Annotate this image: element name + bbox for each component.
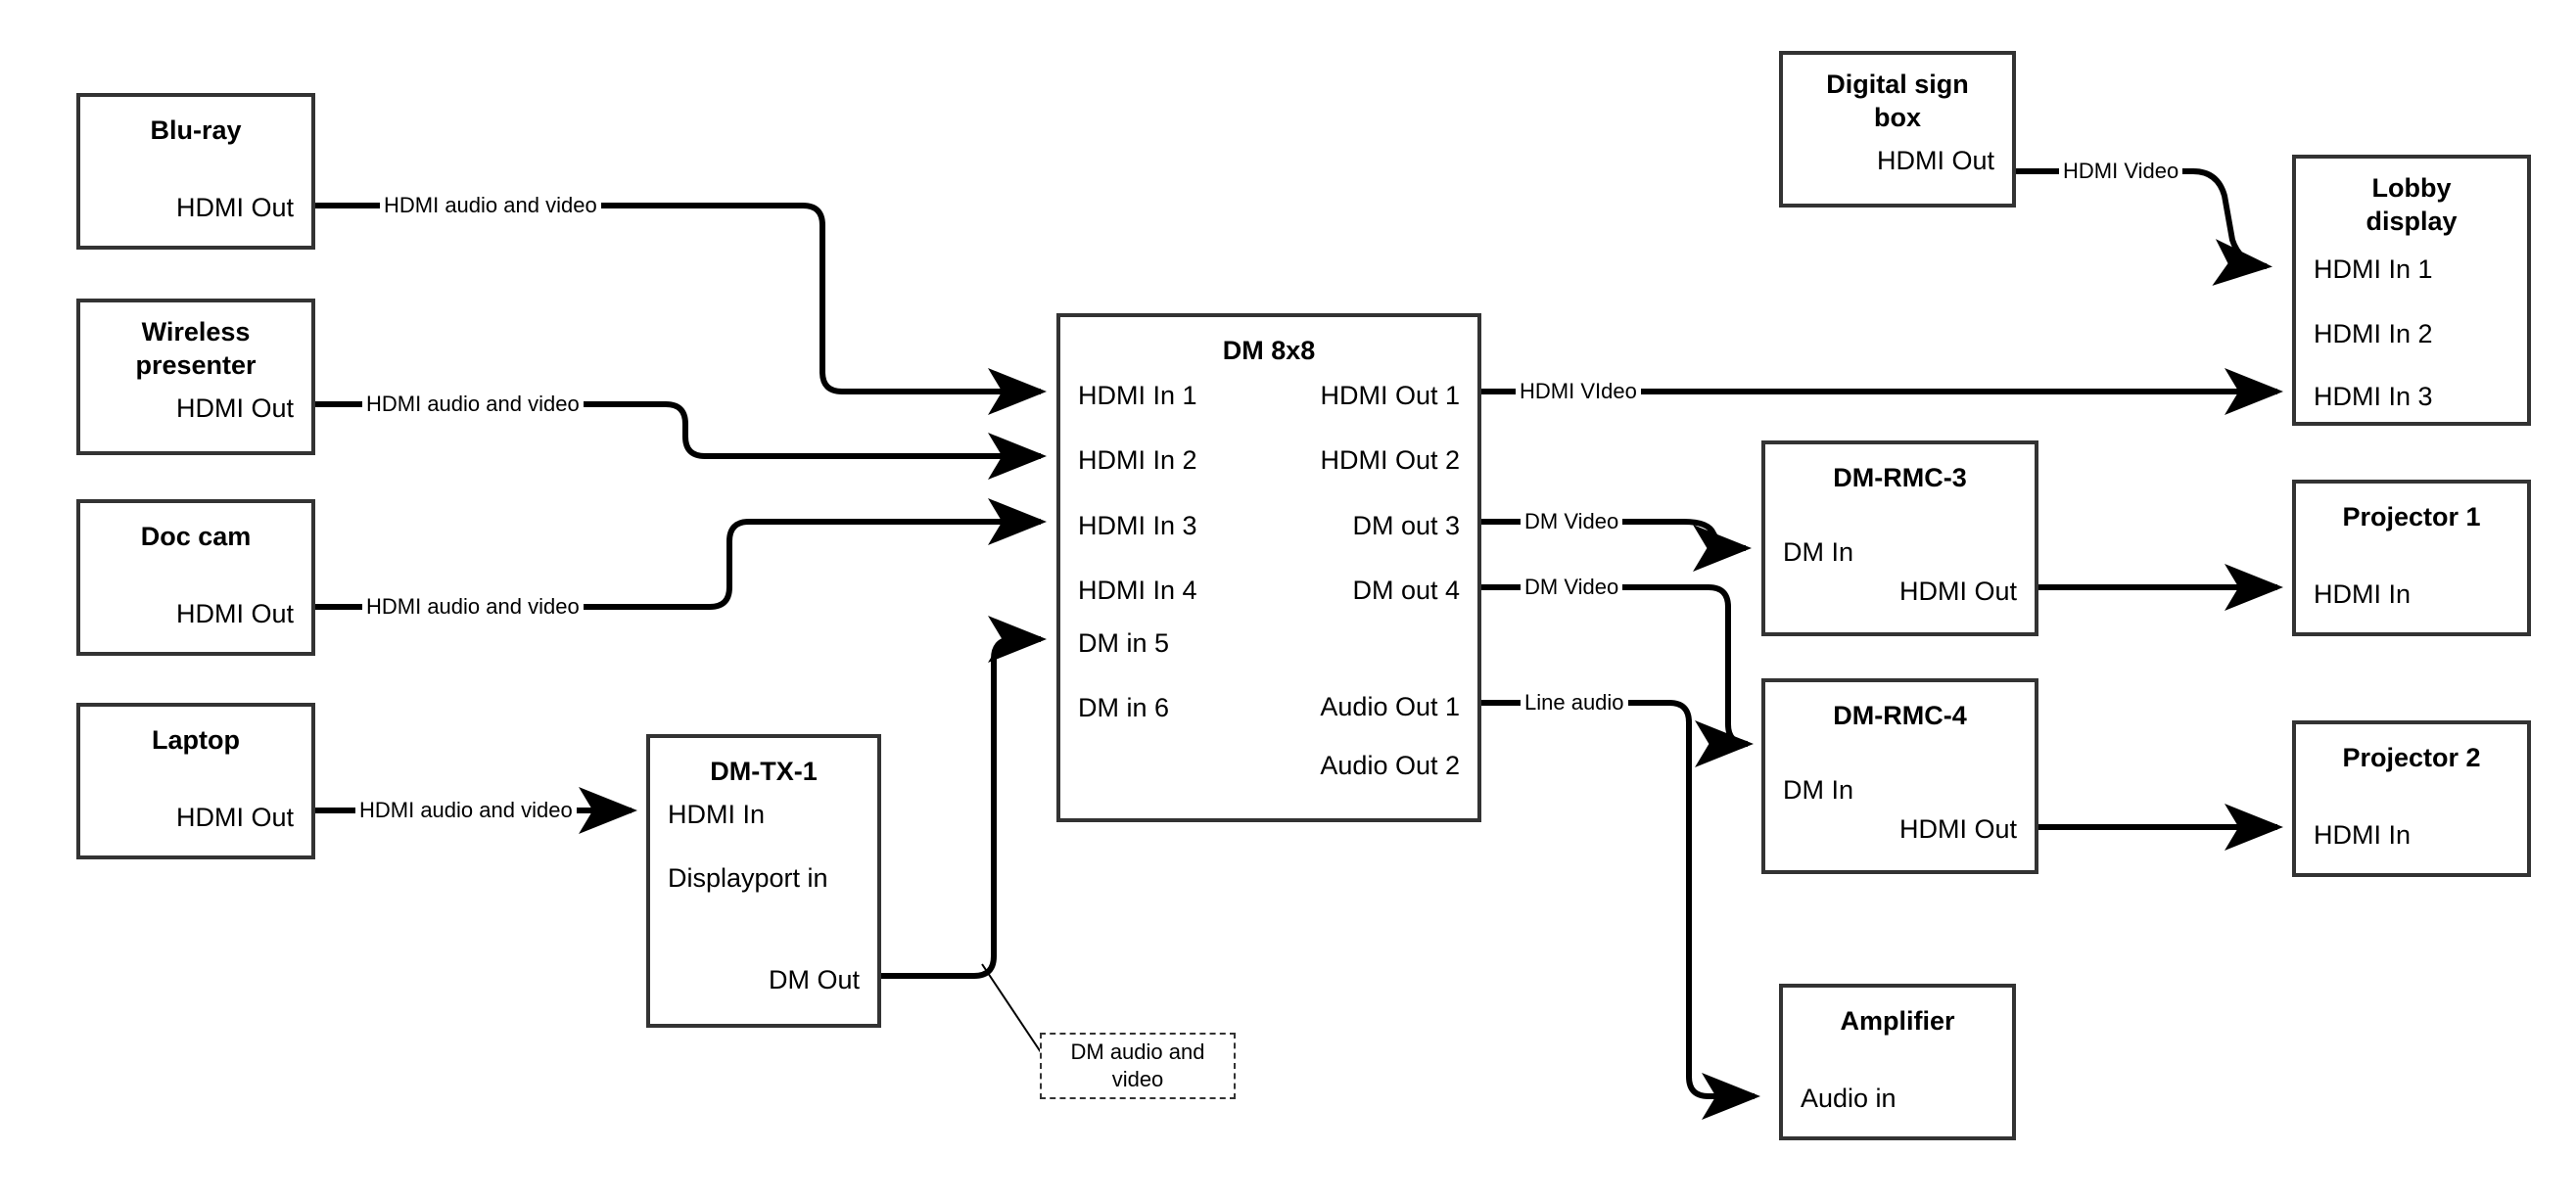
wire-bluray-to-dm8x8 bbox=[315, 203, 1047, 415]
node-title-dm-rmc-3: DM-RMC-3 bbox=[1833, 463, 1967, 492]
port-doc-cam-hdmi-out: HDMI Out bbox=[175, 599, 294, 628]
node-wireless-presenter[interactable]: Wireless presenter HDMI Out bbox=[76, 299, 315, 455]
wire-label-dm-video-4: DM Video bbox=[1521, 576, 1623, 599]
port-amplifier-audio-in: Audio in bbox=[1801, 1084, 1897, 1113]
wire-dmtx1-to-dm8x8 bbox=[881, 616, 1047, 979]
port-dm-8x8-dm-in-6: DM in 6 bbox=[1078, 693, 1170, 722]
port-dm-rmc-4-hdmi-out: HDMI Out bbox=[1898, 814, 2017, 844]
node-title-projector-2: Projector 2 bbox=[2342, 743, 2481, 772]
wire-dm8x8-out4-to-rmc4 bbox=[1481, 584, 1754, 767]
wire-label-hdmi-video-out1: HDMI VIdeo bbox=[1516, 380, 1641, 403]
node-lobby-display[interactable]: Lobby display HDMI In 1 HDMI In 2 HDMI I… bbox=[2292, 155, 2531, 426]
port-digital-sign-box-hdmi-out: HDMI Out bbox=[1876, 146, 1994, 175]
port-laptop-hdmi-out: HDMI Out bbox=[175, 803, 294, 832]
wire-label-line-audio: Line audio bbox=[1521, 691, 1628, 715]
port-dm-8x8-hdmi-in-2: HDMI In 2 bbox=[1078, 445, 1197, 475]
port-dm-8x8-hdmi-out-2: HDMI Out 2 bbox=[1320, 445, 1460, 475]
port-dm-8x8-hdmi-out-1: HDMI Out 1 bbox=[1320, 381, 1460, 410]
node-amplifier[interactable]: Amplifier Audio in bbox=[1779, 984, 2016, 1140]
port-dm-rmc-3-dm-in: DM In bbox=[1783, 537, 1854, 567]
port-dm-8x8-hdmi-in-4: HDMI In 4 bbox=[1078, 576, 1197, 605]
node-title-lobby-display-line2: display bbox=[2365, 207, 2458, 236]
port-lobby-display-hdmi-in-1: HDMI In 1 bbox=[2314, 254, 2433, 284]
node-title-dm-8x8: DM 8x8 bbox=[1222, 336, 1316, 365]
wire-label-doccam: HDMI audio and video bbox=[362, 595, 584, 619]
node-title-digital-sign-box-line1: Digital sign bbox=[1826, 69, 1969, 99]
wire-dm8x8-audio1-to-amplifier bbox=[1481, 700, 1760, 1120]
port-projector-1-hdmi-in: HDMI In bbox=[2314, 579, 2412, 609]
node-title-blu-ray: Blu-ray bbox=[150, 115, 242, 145]
leader-line-to-dm-note bbox=[981, 963, 1042, 1053]
node-title-dm-rmc-4: DM-RMC-4 bbox=[1833, 701, 1967, 730]
node-title-dm-tx-1: DM-TX-1 bbox=[710, 757, 818, 786]
port-dm-rmc-4-dm-in: DM In bbox=[1783, 775, 1854, 805]
node-dm-tx-1[interactable]: DM-TX-1 HDMI In Displayport in DM Out bbox=[646, 734, 881, 1028]
node-dm-rmc-3[interactable]: DM-RMC-3 DM In HDMI Out bbox=[1761, 440, 2038, 636]
port-lobby-display-hdmi-in-2: HDMI In 2 bbox=[2314, 319, 2433, 348]
node-title-projector-1: Projector 1 bbox=[2342, 502, 2481, 531]
node-dm-8x8[interactable]: DM 8x8 HDMI In 1 HDMI In 2 HDMI In 3 HDM… bbox=[1056, 313, 1481, 822]
wire-label-wireless: HDMI audio and video bbox=[362, 393, 584, 416]
node-title-digital-sign-box-line2: box bbox=[1873, 103, 1921, 132]
port-dm-tx-1-dm-out: DM Out bbox=[768, 965, 860, 994]
port-dm-8x8-hdmi-in-1: HDMI In 1 bbox=[1078, 381, 1197, 410]
port-dm-8x8-hdmi-in-3: HDMI In 3 bbox=[1078, 511, 1197, 540]
wire-label-laptop: HDMI audio and video bbox=[355, 799, 577, 822]
port-dm-8x8-audio-out-1: Audio Out 1 bbox=[1320, 692, 1460, 721]
node-projector-1[interactable]: Projector 1 HDMI In bbox=[2292, 480, 2531, 636]
port-dm-8x8-audio-out-2: Audio Out 2 bbox=[1320, 751, 1460, 780]
port-blu-ray-hdmi-out: HDMI Out bbox=[175, 193, 294, 222]
port-projector-2-hdmi-in: HDMI In bbox=[2314, 820, 2412, 850]
node-blu-ray[interactable]: Blu-ray HDMI Out bbox=[76, 93, 315, 250]
node-title-laptop: Laptop bbox=[152, 725, 240, 755]
port-wireless-presenter-hdmi-out: HDMI Out bbox=[175, 393, 294, 423]
wire-label-sign-hdmi-video: HDMI Video bbox=[2059, 160, 2183, 183]
node-dm-rmc-4[interactable]: DM-RMC-4 DM In HDMI Out bbox=[1761, 678, 2038, 874]
port-lobby-display-hdmi-in-3: HDMI In 3 bbox=[2314, 382, 2433, 411]
node-digital-sign-box[interactable]: Digital sign box HDMI Out bbox=[1779, 51, 2016, 208]
node-title-doc-cam: Doc cam bbox=[140, 522, 252, 551]
node-doc-cam[interactable]: Doc cam HDMI Out bbox=[76, 499, 315, 656]
wire-signbox-to-lobby bbox=[2016, 168, 2272, 286]
port-dm-rmc-3-hdmi-out: HDMI Out bbox=[1898, 577, 2017, 606]
port-dm-tx-1-displayport-in: Displayport in bbox=[668, 863, 828, 893]
wire-label-dm-video-3: DM Video bbox=[1521, 510, 1623, 533]
node-projector-2[interactable]: Projector 2 HDMI In bbox=[2292, 720, 2531, 877]
node-title-wireless-presenter-line2: presenter bbox=[135, 350, 257, 380]
node-laptop[interactable]: Laptop HDMI Out bbox=[76, 703, 315, 859]
port-dm-8x8-dm-out-4: DM out 4 bbox=[1352, 576, 1460, 605]
wire-label-bluray: HDMI audio and video bbox=[380, 194, 601, 217]
port-dm-8x8-dm-in-5: DM in 5 bbox=[1078, 628, 1170, 658]
port-dm-8x8-dm-out-3: DM out 3 bbox=[1352, 511, 1460, 540]
port-dm-tx-1-hdmi-in: HDMI In bbox=[668, 800, 766, 829]
node-title-amplifier: Amplifier bbox=[1840, 1006, 1955, 1036]
node-title-lobby-display-line1: Lobby bbox=[2371, 173, 2452, 203]
node-title-wireless-presenter-line1: Wireless bbox=[141, 317, 251, 346]
note-dm-audio-and-video: DM audio and video bbox=[1040, 1033, 1236, 1099]
